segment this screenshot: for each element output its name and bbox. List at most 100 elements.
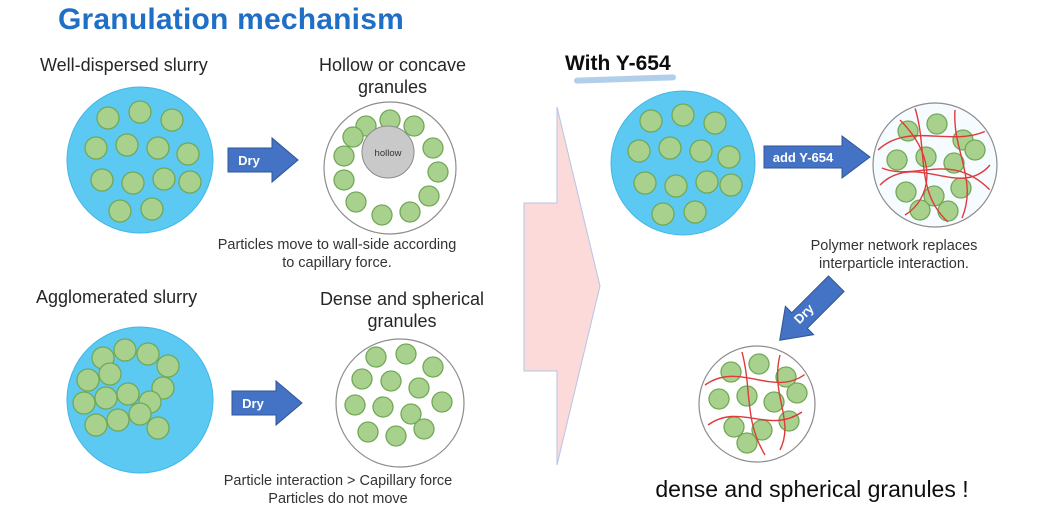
particle-dot (156, 354, 180, 378)
dense-granules-label: Dense and spherical granules (292, 289, 512, 332)
caption-line: Particle interaction > Capillary force (223, 473, 453, 489)
particle-dot (418, 185, 440, 207)
dry-arrow-diagonal (779, 275, 845, 341)
particle-dot (96, 106, 120, 130)
particle-dot (106, 408, 130, 432)
particle-dot (627, 139, 651, 163)
caption-line: Particles do not move (268, 491, 408, 508)
particle-dot (708, 388, 730, 410)
polymer-network-line (707, 411, 803, 426)
particle-dot (146, 136, 170, 160)
particle-dot (90, 168, 114, 192)
particle-dot (431, 391, 453, 413)
with-y654-heading: With Y-654 (565, 52, 671, 75)
particle-dot (385, 425, 407, 447)
polymer-network-line (776, 354, 786, 451)
particle-dot (121, 171, 145, 195)
particle-dot (403, 115, 425, 137)
particle-dot (72, 391, 96, 415)
label-line: granules (367, 310, 437, 331)
dry-arrow-top (227, 136, 299, 184)
polymer-caption: Polymer network replaces interparticle i… (783, 237, 1005, 273)
particle-dot (333, 169, 355, 191)
particle-dot (84, 136, 108, 160)
particle-dot (943, 152, 965, 174)
particle-dot (950, 177, 972, 199)
particle-dot (717, 145, 741, 169)
particle-dot (160, 108, 184, 132)
particle-dot (909, 199, 931, 221)
conclusion-text: dense and spherical granules ! (655, 476, 969, 502)
agglomerated-label: Agglomerated slurry (36, 287, 198, 307)
well-dispersed-particles (84, 100, 202, 223)
well-dispersed-label: Well-dispersed slurry (40, 55, 208, 75)
particle-dot (76, 368, 100, 392)
particle-dot (748, 353, 770, 375)
particle-dot (408, 377, 430, 399)
particle-dot (176, 142, 200, 166)
particle-dot (116, 382, 140, 406)
dense-granule-particles (344, 343, 453, 447)
particle-dot (778, 410, 800, 432)
particle-dot (351, 368, 373, 390)
caption-line: to capillary force. (282, 255, 392, 272)
particle-dot (633, 171, 657, 195)
add-y654-arrow (763, 135, 871, 179)
particle-dot (400, 403, 422, 425)
particle-dot (113, 338, 137, 362)
particle-dot (937, 200, 959, 222)
caption-line: interparticle interaction. (819, 256, 969, 273)
particle-dot (115, 133, 139, 157)
particle-dot (651, 202, 675, 226)
particle-dot (658, 136, 682, 160)
label-line: Dense and spherical (319, 289, 485, 309)
particle-dot (683, 200, 707, 224)
particle-dot (98, 362, 122, 386)
final-granule-network-lines (704, 351, 809, 456)
particle-dot (146, 416, 170, 440)
polymer-network-line (741, 351, 766, 456)
particle-dot (395, 343, 417, 365)
no-move-caption: Particle interaction > Capillary force P… (168, 472, 508, 508)
particle-dot (152, 167, 176, 191)
caption-line: Particles move to wall-side according (217, 237, 457, 253)
particle-dot (763, 391, 785, 413)
particle-dot (723, 416, 745, 438)
label-line: granules (357, 76, 428, 97)
particle-dot (639, 109, 663, 133)
agglomerated-particles (72, 338, 180, 440)
particle-dot (128, 402, 152, 426)
particle-dot (372, 396, 394, 418)
particle-dot (664, 174, 688, 198)
dry-arrow-bottom (231, 379, 303, 427)
particle-dot (671, 103, 695, 127)
hollow-granules-label: Hollow or concave granules (290, 55, 495, 98)
particle-dot (703, 111, 727, 135)
particle-dot (342, 126, 364, 148)
particle-dot (695, 170, 719, 194)
label-line: Hollow or concave (318, 55, 467, 75)
particle-dot (344, 394, 366, 416)
particle-dot (365, 346, 387, 368)
particle-dot (689, 139, 713, 163)
polymer-network-line (879, 164, 991, 186)
hollow-core-circle (361, 125, 415, 179)
particle-dot (886, 149, 908, 171)
page-title: Granulation mechanism (58, 3, 404, 36)
add-y654-arrow-label: add Y-654 (773, 150, 834, 165)
particle-dot (422, 137, 444, 159)
particle-dot (736, 385, 758, 407)
polymer-network-particles (886, 113, 986, 222)
particle-dot (333, 145, 355, 167)
particle-dot (136, 342, 160, 366)
polymer-network-line (881, 167, 991, 191)
y654-slurry-particles (627, 103, 743, 226)
particle-dot (357, 421, 379, 443)
particle-dot (345, 191, 367, 213)
particle-dot (720, 361, 742, 383)
polymer-network-lines (877, 107, 993, 223)
hollow-granule-particles (333, 109, 449, 226)
dry-arrow-top-label: Dry (238, 153, 260, 168)
particle-dot (84, 413, 108, 437)
